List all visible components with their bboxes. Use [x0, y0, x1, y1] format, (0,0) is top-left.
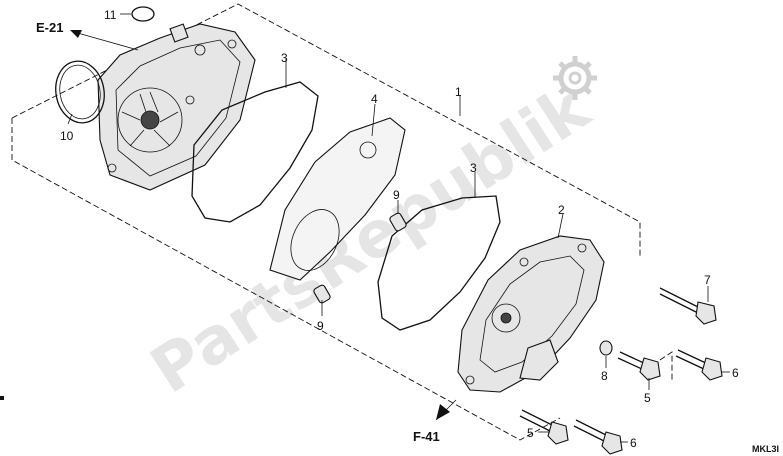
gasket-upper [191, 81, 319, 223]
washer-8 [599, 340, 613, 356]
callout-10: 10 [60, 129, 74, 143]
separator-plate [269, 117, 406, 281]
callout-6-upper: 6 [732, 366, 739, 380]
callout-11: 11 [104, 8, 117, 22]
leader-lines [67, 13, 730, 443]
callout-1: 1 [455, 85, 462, 99]
bolt-7 [659, 287, 717, 325]
callout-7: 7 [704, 273, 711, 287]
callout-8: 8 [601, 369, 608, 383]
callout-2: 2 [558, 203, 565, 217]
callout-5-lower: 5 [527, 426, 534, 440]
bolt-6-upper [675, 349, 723, 381]
ref-f41: F-41 [413, 429, 440, 444]
callout-9-lower: 9 [317, 319, 324, 333]
callout-3-lower: 3 [470, 161, 477, 175]
callout-6-lower: 6 [630, 436, 637, 450]
watermark-gear-icon [553, 56, 597, 100]
callout-5-upper: 5 [644, 391, 651, 405]
pump-cover [457, 235, 605, 393]
pump-housing [97, 23, 256, 191]
callout-3-upper: 3 [281, 51, 288, 65]
o-ring-large [55, 60, 105, 124]
callout-4: 4 [371, 92, 378, 106]
gasket-lower [377, 195, 501, 331]
callout-9-upper: 9 [393, 188, 400, 202]
bolt-6-lower [573, 419, 623, 455]
ref-e21: E-21 [36, 20, 63, 35]
dowel-pin-upper [389, 212, 407, 232]
callout-labels: 11 10 3 4 1 3 2 9 9 7 6 8 5 5 6 [60, 8, 739, 450]
bolt-5-lower [519, 409, 569, 445]
diagram-code: MKL3I [752, 444, 779, 454]
arrow-e21 [70, 30, 139, 51]
o-ring-small [131, 6, 155, 22]
edge-marker [0, 396, 4, 400]
arrow-f41 [435, 399, 457, 421]
bolt-5-upper [617, 351, 661, 381]
dowel-pin-lower [313, 284, 331, 304]
